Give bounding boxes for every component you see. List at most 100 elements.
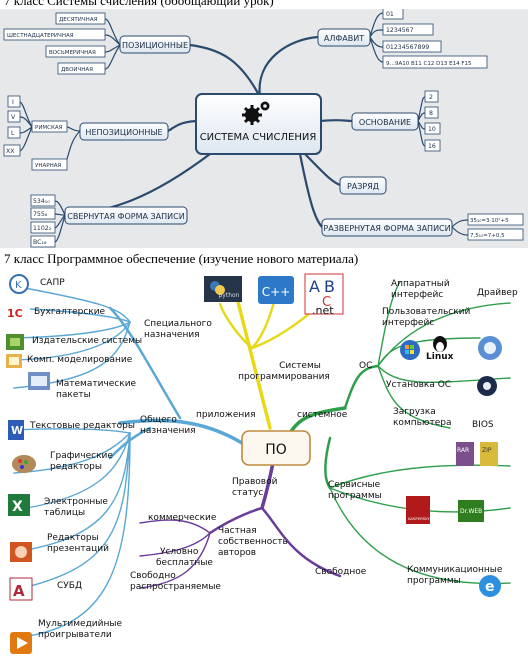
number-systems-mind-map: СИСТЕМА СЧИСЛЕНИЯ АЛФАВИТ ПОЗИЦИОННЫЕ НЕ… [0, 9, 528, 248]
svg-text:ZIP: ZIP [482, 447, 492, 454]
alphabet-item: 01 [386, 11, 394, 18]
center-node-label: СИСТЕМА СЧИСЛЕНИЯ [200, 132, 317, 143]
svg-text:python: python [219, 292, 240, 299]
media-player-icon [10, 632, 32, 654]
roman-digit: XX [6, 148, 15, 155]
nonpositional-node: НЕПОЗИЦИОННЫЕ [85, 128, 162, 137]
svg-text:.net: .net [312, 304, 334, 317]
positional-node: ПОЗИЦИОННЫЕ [122, 41, 188, 50]
svg-text:C: C [322, 295, 331, 310]
center-node-box [195, 93, 322, 155]
paint-icon [12, 455, 36, 473]
roman-digit: I [12, 99, 14, 106]
svg-text:B: B [324, 277, 335, 296]
svg-text:Dr.WEB: Dr.WEB [460, 508, 482, 515]
alphabet-item: 1234567 [386, 27, 414, 34]
roman-node: РИМСКАЯ [35, 125, 63, 131]
commercial-node: коммерческие [148, 513, 217, 523]
svg-text:1С: 1С [7, 307, 23, 320]
kaspersky-icon: KASPERSKY [406, 496, 431, 524]
base-item: 2 [429, 94, 433, 101]
svg-text:A: A [309, 277, 320, 296]
svg-text:X: X [12, 499, 23, 515]
apple-icon [478, 336, 502, 360]
dbms-item: СУБД [57, 581, 82, 591]
system-software-node: системное [297, 410, 348, 420]
linux-icon: Linux [426, 336, 454, 362]
winzip-icon: ZIP [480, 442, 498, 466]
windows-xp-icon [477, 376, 497, 396]
collapsed-item: 1102₂ [33, 225, 52, 232]
alphabet-item: 9…9A10 B11 C12 D13 E14 F15 [386, 61, 472, 67]
cad-item: САПР [40, 278, 65, 288]
access-icon: A [9, 577, 33, 601]
word-icon: W [8, 420, 24, 440]
collapsed-item: 534₁₀ [33, 198, 50, 205]
modeling-item: Комп. моделирование [27, 355, 133, 365]
center-node-label: ПО [265, 442, 287, 458]
svg-text:K: K [15, 280, 22, 291]
alphabet-node: АЛФАВИТ [324, 34, 364, 43]
excel-icon: X [8, 494, 30, 516]
abc-net-logo: A B C .net [304, 273, 344, 317]
drweb-icon: Dr.WEB [458, 500, 484, 522]
expanded-form-node: РАЗВЕРНУТАЯ ФОРМА ЗАПИСИ [323, 224, 450, 233]
bios-item: BIOS [472, 420, 494, 430]
publishing-icon [6, 334, 24, 350]
unary-node: УНАРНАЯ [35, 163, 61, 169]
onec-icon: 1С [6, 306, 30, 320]
svg-text:W: W [11, 424, 23, 437]
os-node: ОС [359, 361, 372, 371]
roman-digit: L [11, 130, 15, 137]
svg-text:A: A [13, 582, 25, 600]
svg-text:C++: C++ [262, 285, 291, 299]
collapsed-item: 755₈ [33, 211, 48, 218]
base-item: 10 [428, 126, 436, 133]
modeling-icon [6, 354, 22, 368]
svg-text:RAR: RAR [457, 447, 469, 454]
svg-text:e: e [485, 579, 495, 595]
positional-item: ДВОИЧНАЯ [61, 67, 93, 73]
svg-text:Linux: Linux [426, 352, 454, 362]
accounting-item: Бухгалтерские [34, 307, 106, 317]
base-node: ОСНОВАНИЕ [359, 118, 411, 127]
internet-explorer-icon: e [479, 575, 501, 597]
math-icon [28, 372, 50, 390]
windows-icon [400, 340, 420, 360]
positional-item: ДЕСЯТИЧНАЯ [59, 17, 98, 23]
publishing-item: Издательские системы [32, 336, 142, 346]
os-install-item: Установка ОС [386, 380, 451, 390]
roman-digit: V [11, 114, 16, 121]
cad-icon: K [9, 274, 29, 294]
gears-icon [242, 101, 270, 125]
text-editors-item: Текстовые редакторы [29, 421, 135, 431]
expanded-item: 35₁₀=3·10¹+5 [470, 217, 509, 224]
collapsed-form-node: СВЕРНУТАЯ ФОРМА ЗАПИСИ [67, 212, 184, 221]
digit-node: РАЗРЯД [347, 182, 379, 191]
svg-text:KASPERSKY: KASPERSKY [408, 516, 431, 521]
powerpoint-icon [10, 542, 32, 562]
alphabet-item: 01234567899 [386, 44, 429, 51]
expanded-item: 7,5₁₀=7+0,5 [470, 233, 505, 239]
base-item: 8 [429, 110, 433, 117]
section-title-number-systems: 7 класс Системы счисления (обобщающий ур… [4, 0, 274, 8]
center-node-box [241, 430, 311, 466]
python-logo: python [204, 276, 242, 302]
